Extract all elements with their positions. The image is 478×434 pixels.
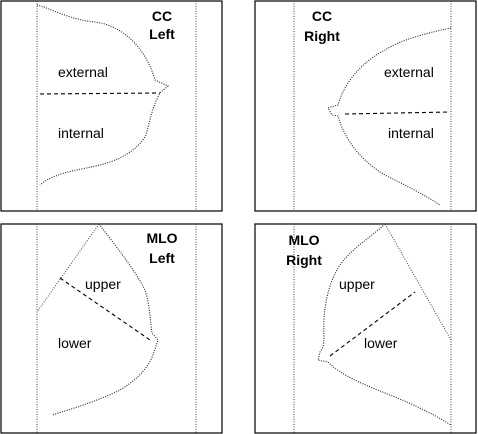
view-title-line1: MLO (288, 232, 319, 248)
breast-outline (317, 223, 452, 426)
breast-outline (51, 223, 159, 416)
region-label-lower: lower (364, 335, 398, 351)
panel-mlo-left: MLO Left upper lower (0, 223, 223, 434)
panel-frame (0, 0, 223, 212)
region-label-internal: internal (58, 125, 104, 141)
region-divider (329, 291, 416, 357)
panel-cc-right: CC Right external internal (254, 0, 477, 212)
breast-outline (36, 4, 170, 186)
region-label-internal: internal (388, 125, 434, 141)
panel-frame (254, 223, 477, 434)
region-label-upper: upper (339, 276, 375, 292)
panel-mlo-right: MLO Right upper lower (254, 223, 477, 434)
region-divider (59, 277, 151, 341)
view-title-line2: Left (149, 250, 175, 266)
region-label-external: external (384, 64, 434, 80)
region-divider (344, 111, 451, 115)
region-label-lower: lower (58, 335, 92, 351)
region-divider (39, 92, 161, 95)
pectoral-muscle-edge (384, 223, 452, 341)
view-title-line2: Right (304, 28, 340, 44)
panel-cc-left: CC Left external internal (0, 0, 223, 212)
panel-frame (254, 0, 477, 212)
view-title-line1: MLO (146, 230, 177, 246)
view-title-line2: Right (286, 252, 322, 268)
pectoral-muscle-edge (36, 223, 100, 313)
region-label-external: external (58, 64, 108, 80)
region-label-upper: upper (85, 276, 121, 292)
view-title-line1: CC (312, 8, 332, 24)
view-title-line2: Left (149, 26, 175, 42)
breast-outline (327, 27, 452, 206)
panel-frame (0, 223, 223, 434)
view-title-line1: CC (152, 8, 172, 24)
